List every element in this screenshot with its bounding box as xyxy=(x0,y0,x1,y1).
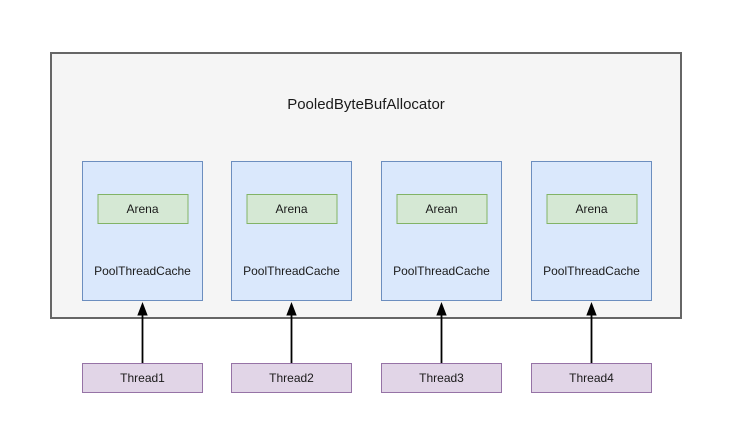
cache-label: PoolThreadCache xyxy=(94,264,191,278)
arena-label: Arean xyxy=(425,202,458,216)
thread-label: Thread1 xyxy=(120,371,165,385)
arena-box-2: Arena xyxy=(246,194,337,224)
arena-label: Arena xyxy=(126,202,159,216)
cache-label: PoolThreadCache xyxy=(543,264,640,278)
thread-box-3: Thread3 xyxy=(381,363,502,393)
arena-box-1: Arena xyxy=(97,194,188,224)
container-title: PooledByteBufAllocator xyxy=(287,96,445,113)
arena-label: Arena xyxy=(575,202,608,216)
cache-label: PoolThreadCache xyxy=(243,264,340,278)
arena-box-4: Arena xyxy=(546,194,637,224)
cache-label: PoolThreadCache xyxy=(393,264,490,278)
thread-label: Thread2 xyxy=(269,371,314,385)
pool-thread-cache-box-2: Arena PoolThreadCache xyxy=(231,161,352,301)
thread-box-1: Thread1 xyxy=(82,363,203,393)
arena-label: Arena xyxy=(275,202,308,216)
pool-thread-cache-box-1: Arena PoolThreadCache xyxy=(82,161,203,301)
thread-box-4: Thread4 xyxy=(531,363,652,393)
pool-thread-cache-box-4: Arena PoolThreadCache xyxy=(531,161,652,301)
thread-label: Thread4 xyxy=(569,371,614,385)
arena-box-3: Arean xyxy=(396,194,487,224)
pool-thread-cache-box-3: Arean PoolThreadCache xyxy=(381,161,502,301)
thread-box-2: Thread2 xyxy=(231,363,352,393)
thread-label: Thread3 xyxy=(419,371,464,385)
pooled-bytebuf-allocator-container: PooledByteBufAllocator Arena PoolThreadC… xyxy=(50,52,682,319)
